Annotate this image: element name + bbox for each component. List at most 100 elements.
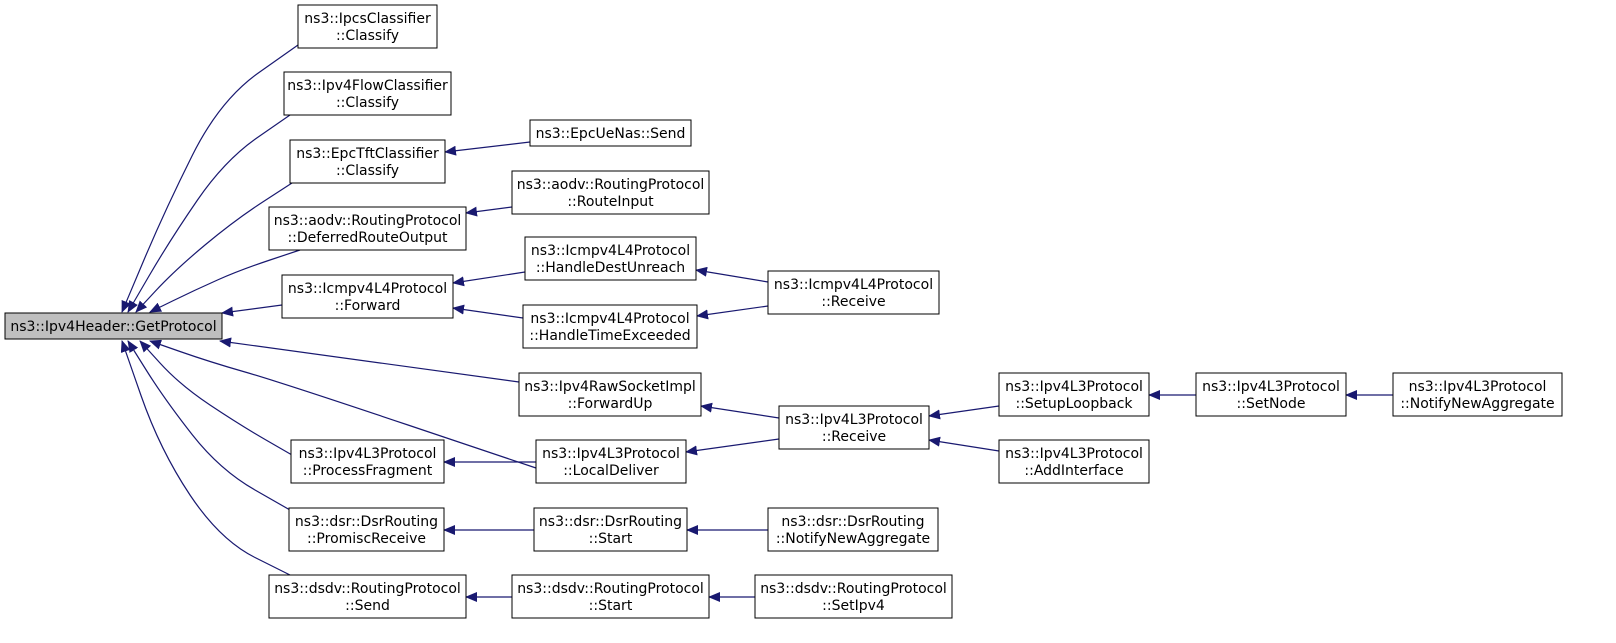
node-icmptime[interactable]: ns3::Icmpv4L4Protocol::HandleTimeExceede…: [522, 304, 698, 349]
node-label-line: ns3::EpcUeNas::Send: [536, 126, 686, 142]
edge-layer: [120, 44, 1393, 602]
edge-line: [452, 271, 526, 287]
node-aodvdeferred[interactable]: ns3::aodv::RoutingProtocol::DeferredRout…: [268, 206, 467, 251]
node-l3frag[interactable]: ns3::Ipv4L3Protocol::ProcessFragment: [290, 439, 445, 484]
node-label-line: ns3::Ipv4FlowClassifier: [287, 78, 448, 94]
node-label-line: ::LocalDeliver: [563, 463, 659, 479]
node-ipv4flow[interactable]: ns3::Ipv4FlowClassifier::Classify: [283, 71, 452, 116]
edge-line: [928, 436, 1000, 452]
edge-ipv4flow-to-getprotocol: [127, 114, 291, 313]
node-label-line: ns3::Icmpv4L4Protocol: [530, 311, 689, 327]
node-label-line: ::Receive: [822, 429, 886, 445]
node-box: [998, 372, 1150, 417]
edge-line: [465, 206, 513, 217]
edge-l3receive-to-l3local: [685, 438, 780, 456]
node-dsrnotify[interactable]: ns3::dsr::DsrRouting::NotifyNewAggregate: [767, 507, 939, 552]
node-label-line: ::NotifyNewAggregate: [1400, 396, 1554, 412]
node-label-line: ::Classify: [336, 95, 399, 111]
node-label-line: ns3::aodv::RoutingProtocol: [274, 213, 462, 229]
node-ipcs[interactable]: ns3::IpcsClassifier::Classify: [297, 4, 438, 49]
node-label-line: ns3::Ipv4RawSocketImpl: [524, 379, 696, 395]
edge-aodvdeferred-to-getprotocol: [149, 249, 301, 313]
edge-dsdvsend-to-getprotocol: [120, 340, 291, 576]
node-box: [998, 439, 1150, 484]
node-label-line: ::Start: [589, 598, 633, 614]
node-box: [529, 119, 692, 147]
node-layer: ns3::Ipv4Header::GetProtocol ns3::IpcsCla…: [4, 4, 1563, 619]
node-dsdvsend[interactable]: ns3::dsdv::RoutingProtocol::Send: [268, 574, 467, 619]
edge-icmpdest-to-icmpforward: [452, 271, 526, 287]
node-label-line: ns3::IpcsClassifier: [304, 11, 431, 27]
edge-l3setup-to-l3receive: [928, 405, 1000, 420]
edge-l3addif-to-l3receive: [928, 436, 1000, 452]
edge-line: [127, 114, 291, 313]
edge-icmpforward-to-getprotocol: [221, 304, 283, 317]
node-dsrstart[interactable]: ns3::dsr::DsrRouting::Start: [533, 507, 688, 552]
edge-line: [127, 340, 291, 511]
node-l3notify[interactable]: ns3::Ipv4L3Protocol::NotifyNewAggregate: [1392, 372, 1563, 417]
edge-line: [685, 438, 780, 456]
node-label-line: ns3::Ipv4L3Protocol: [1202, 379, 1340, 395]
node-label-line: ::Forward: [335, 298, 401, 314]
edge-l3receive-to-rawforward: [700, 402, 780, 419]
node-icmpforward[interactable]: ns3::Icmpv4L4Protocol::Forward: [281, 274, 454, 319]
node-dsrpromisc[interactable]: ns3::dsr::DsrRouting::PromiscReceive: [288, 507, 445, 552]
node-epctft[interactable]: ns3::EpcTftClassifier::Classify: [289, 139, 446, 184]
node-label-line: ns3::Ipv4L3Protocol: [1409, 379, 1547, 395]
node-icmpreceive[interactable]: ns3::Icmpv4L4Protocol::Receive: [767, 270, 940, 315]
node-label-line: ::Classify: [336, 28, 399, 44]
node-label-line: ::RouteInput: [567, 194, 654, 210]
node-box: [297, 4, 438, 49]
node-l3setup[interactable]: ns3::Ipv4L3Protocol::SetupLoopback: [998, 372, 1150, 417]
node-label-line: ::AddInterface: [1024, 463, 1123, 479]
node-box: [4, 312, 223, 340]
node-label-line: ::HandleTimeExceeded: [529, 328, 690, 344]
node-l3local[interactable]: ns3::Ipv4L3Protocol::LocalDeliver: [535, 439, 687, 484]
edge-rawforward-to-getprotocol: [219, 337, 520, 383]
node-epcue[interactable]: ns3::EpcUeNas::Send: [529, 119, 692, 147]
node-box: [1195, 372, 1347, 417]
node-label-line: ns3::dsdv::RoutingProtocol: [760, 581, 947, 597]
edge-ipcs-to-getprotocol: [121, 44, 299, 313]
edge-line: [219, 337, 520, 383]
node-label-line: ns3::Ipv4L3Protocol: [299, 446, 437, 462]
node-box: [268, 206, 467, 251]
node-aodvroute[interactable]: ns3::aodv::RoutingProtocol::RouteInput: [511, 170, 710, 215]
node-box: [1392, 372, 1563, 417]
node-label-line: ::HandleDestUnreach: [536, 260, 685, 276]
node-dsdvstart[interactable]: ns3::dsdv::RoutingProtocol::Start: [511, 574, 710, 619]
node-label-line: ns3::EpcTftClassifier: [296, 146, 439, 162]
node-dsdvsetipv4[interactable]: ns3::dsdv::RoutingProtocol::SetIpv4: [754, 574, 953, 619]
node-label-line: ns3::Ipv4L3Protocol: [542, 446, 680, 462]
edge-icmpreceive-to-icmptime: [696, 305, 769, 320]
edge-line: [928, 405, 1000, 420]
node-l3receive[interactable]: ns3::Ipv4L3Protocol::Receive: [778, 405, 930, 450]
node-getprotocol[interactable]: ns3::Ipv4Header::GetProtocol: [4, 312, 223, 340]
node-label-line: ::NotifyNewAggregate: [776, 531, 930, 547]
node-label-line: ::SetupLoopback: [1015, 396, 1133, 412]
node-box: [524, 236, 697, 281]
edge-line: [700, 402, 780, 419]
edge-line: [452, 304, 524, 319]
node-box: [283, 71, 452, 116]
node-box: [281, 274, 454, 319]
node-l3setnode[interactable]: ns3::Ipv4L3Protocol::SetNode: [1195, 372, 1347, 417]
node-icmpdest[interactable]: ns3::Icmpv4L4Protocol::HandleDestUnreach: [524, 236, 697, 281]
node-rawforward[interactable]: ns3::Ipv4RawSocketImpl::ForwardUp: [518, 372, 702, 417]
node-box: [511, 574, 710, 619]
node-box: [767, 270, 940, 315]
node-label-line: ns3::aodv::RoutingProtocol: [517, 177, 705, 193]
node-label-line: ::Classify: [336, 163, 399, 179]
node-label-line: ::PromiscReceive: [307, 531, 426, 547]
node-label-line: ::DeferredRouteOutput: [287, 230, 448, 246]
node-box: [518, 372, 702, 417]
edge-l3frag-to-getprotocol: [139, 340, 293, 456]
node-label-line: ns3::dsdv::RoutingProtocol: [274, 581, 461, 597]
edge-line: [121, 44, 299, 313]
node-label-line: ns3::Ipv4L3Protocol: [1005, 446, 1143, 462]
node-l3addif[interactable]: ns3::Ipv4L3Protocol::AddInterface: [998, 439, 1150, 484]
edge-l3local-to-getprotocol: [149, 339, 537, 469]
edge-line: [135, 182, 293, 313]
edge-line: [120, 340, 291, 576]
